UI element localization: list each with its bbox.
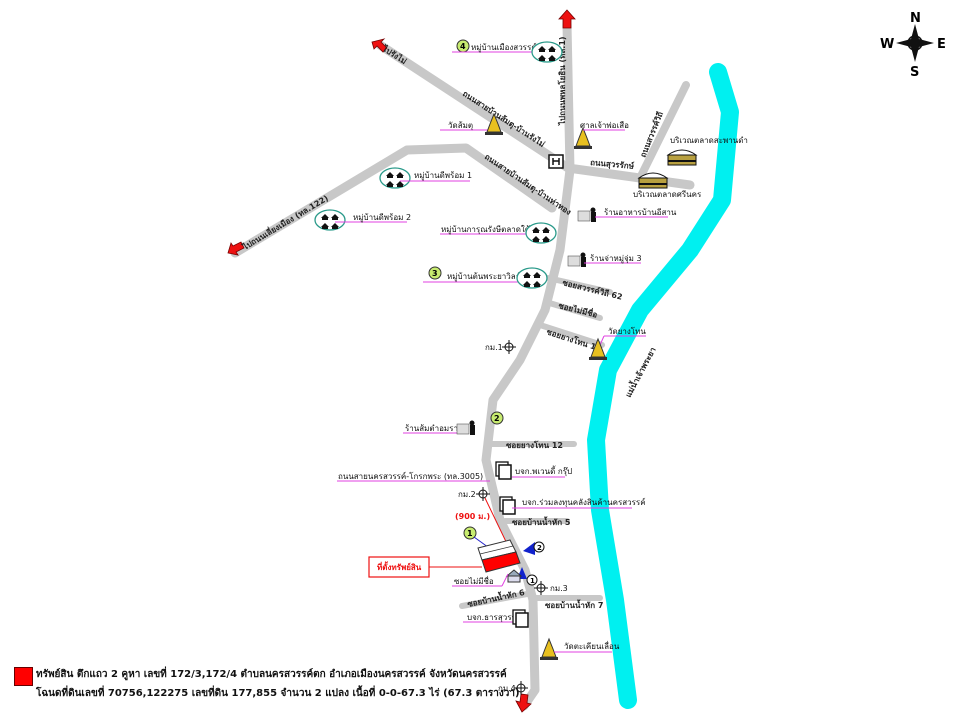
legend: ทรัพย์สิน ตึกแถว 2 คูหา เลขที่ 172/3,172… <box>14 665 520 703</box>
property-label-box: ที่ตั้งทรัพย์สิน <box>368 556 482 578</box>
svg-text:N: N <box>910 11 921 26</box>
km-3: กม.3 <box>533 580 568 596</box>
legend-line-1: ทรัพย์สิน ตึกแถว 2 คูหา เลขที่ 172/3,172… <box>36 669 507 680</box>
svg-text:กม.2: กม.2 <box>458 490 476 499</box>
svg-text:กม.1: กม.1 <box>485 343 503 352</box>
soi-no-name-label: ซอยไม่มีชื่อ <box>452 573 509 587</box>
north-arrow-icon <box>558 9 576 29</box>
place-chamu-shop: ร้านจ่าหมู่จุ่ม 3 <box>567 252 642 268</box>
svg-text:ศาลเจ้าพ่อเสือ: ศาลเจ้าพ่อเสือ <box>580 121 629 130</box>
svg-text:วัดส้มตุ: วัดส้มตุ <box>448 121 473 130</box>
place-wat-yang-thon: วัดยางโทน <box>588 326 646 361</box>
svg-text:หมู่บ้านต้นพระยาวิลล์: หมู่บ้านต้นพระยาวิลล์ <box>447 271 521 282</box>
svg-text:บจก.ธารสุวรรณ: บจก.ธารสุวรรณ <box>467 613 524 622</box>
svg-text:หมู่บ้านการุณรังษีตลาดใต้: หมู่บ้านการุณรังษีตลาดใต้ <box>441 225 530 235</box>
road-label: ซอยบ้านน้ำหัก 6 <box>466 586 526 609</box>
place-co-2: บจก.ร่วมลงทุนคลังสินค้านครสวรรค์ <box>499 496 646 515</box>
compass-icon: N S W E <box>880 11 946 80</box>
marker-2: 2 <box>490 411 504 425</box>
road-network <box>230 20 695 711</box>
place-co-1: บจก.พเวนดี้ กรุ๊ป <box>495 461 572 480</box>
road-label: ถนนสายบ้านส้มตุ-บ้านรังไม่ <box>460 88 547 150</box>
svg-text:หมู่บ้านดีพร้อม 1: หมู่บ้านดีพร้อม 1 <box>414 171 472 181</box>
svg-text:หมู่บ้านดีพร้อม 2: หมู่บ้านดีพร้อม 2 <box>353 213 411 223</box>
place-san-chao-pho-suea: ศาลเจ้าพ่อเสือ <box>573 121 629 150</box>
house-icon <box>505 569 523 583</box>
svg-text:ร้านอาหารบ้านอีสาน: ร้านอาหารบ้านอีสาน <box>604 208 677 217</box>
svg-text:บริเวณตลาดศรีนคร: บริเวณตลาดศรีนคร <box>633 190 702 199</box>
svg-text:บจก.พเวนดี้ กรุ๊ป: บจก.พเวนดี้ กรุ๊ป <box>515 465 572 476</box>
southwest-arrow-icon <box>227 241 245 256</box>
road-label: ซอยไม่มีชื่อ <box>558 299 599 319</box>
northwest-arrow-icon <box>371 38 388 53</box>
place-di-phrom-1: หมู่บ้านดีพร้อม 1 <box>379 167 472 189</box>
svg-text:ซอยไม่มีชื่อ: ซอยไม่มีชื่อ <box>454 575 494 586</box>
km-1: กม.1 <box>485 339 517 355</box>
place-wat-takhian: วัดตะเคียนเลื่อน <box>539 638 620 661</box>
svg-text:กม.4: กม.4 <box>498 684 516 693</box>
svg-text:W: W <box>880 37 894 52</box>
svg-text:2: 2 <box>537 544 542 552</box>
svg-text:บริเวณตลาดสะพานดำ: บริเวณตลาดสะพานดำ <box>670 136 748 145</box>
road-label: ไปถนนพหลโยธิน (ทล.1) <box>557 36 567 126</box>
svg-text:ร้านส้มตำอมรา: ร้านส้มตำอมรา <box>405 424 458 433</box>
road-nakhonsawan-khokphra: ถนนสายนครสวรรค์-โกรกพระ (ทล.3005) <box>337 471 490 482</box>
place-mueang-sawan: 4 หมู่บ้านเมืองสวรรค์ <box>452 39 563 63</box>
property-plot <box>477 539 521 573</box>
place-karun: หมู่บ้านการุณรังษีตลาดใต้ <box>440 222 557 244</box>
place-isan-restaurant: ร้านอาหารบ้านอีสาน <box>577 207 677 223</box>
svg-text:บจก.ร่วมลงทุนคลังสินค้านครสวรร: บจก.ร่วมลงทุนคลังสินค้านครสวรรค์ <box>522 497 646 507</box>
km-2: กม.2 <box>458 486 491 502</box>
road-label: ซอยบ้านน้ำหัก 7 <box>545 599 603 610</box>
road-label: ซอยสวรรค์วิถี 62 <box>562 277 624 302</box>
river-label: แม่น้ำเจ้าพระยา <box>622 345 658 399</box>
svg-text:วัดตะเคียนเลื่อน: วัดตะเคียนเลื่อน <box>564 640 620 651</box>
place-market-1: บริเวณตลาดสะพานดำ <box>667 136 748 166</box>
svg-text:4: 4 <box>460 42 466 51</box>
place-co-3: บจก.ธารสุวรรณ <box>463 609 529 628</box>
svg-text:1: 1 <box>467 529 473 538</box>
svg-text:วัดยางโทน: วัดยางโทน <box>608 326 646 336</box>
svg-text:2: 2 <box>494 414 500 423</box>
hospital-icon <box>548 154 564 169</box>
place-market-2: บริเวณตลาดศรีนคร <box>633 172 702 199</box>
svg-text:S: S <box>910 65 919 80</box>
south-arrow-icon <box>515 693 532 713</box>
svg-text:ถนนสายนครสวรรค์-โกรกพระ (ทล.30: ถนนสายนครสวรรค์-โกรกพระ (ทล.3005) <box>338 471 483 481</box>
svg-text:ที่ตั้งทรัพย์สิน: ที่ตั้งทรัพย์สิน <box>377 561 422 572</box>
svg-text:กม.3: กม.3 <box>550 584 568 593</box>
km-4: กม.4 <box>498 680 529 696</box>
place-wat-somtu: วัดส้มตุ <box>440 113 504 136</box>
place-di-phrom-2: หมู่บ้านดีพร้อม 2 <box>314 209 411 231</box>
place-somtam-shop: ร้านส้มตำอมรา <box>403 420 476 436</box>
svg-text:ร้านจ่าหมู่จุ่ม 3: ร้านจ่าหมู่จุ่ม 3 <box>590 254 642 264</box>
svg-text:หมู่บ้านเมืองสวรรค์: หมู่บ้านเมืองสวรรค์ <box>471 42 537 53</box>
property-swatch <box>14 667 33 686</box>
road-label: ไปรังไม่ <box>380 43 409 66</box>
svg-text:E: E <box>937 37 946 52</box>
place-ton-phra: 3 หมู่บ้านต้นพระยาวิลล์ <box>423 266 548 289</box>
distance-label: (900 ม.) <box>455 512 490 521</box>
road-label: ซอยบ้านน้ำหัก 5 <box>512 516 571 527</box>
svg-text:1: 1 <box>530 577 535 585</box>
svg-text:3: 3 <box>432 269 438 278</box>
river <box>587 63 739 709</box>
view-arrow-2: 2 <box>523 541 545 555</box>
road-label: ซอยยางโทน 12 <box>506 440 563 450</box>
legend-line-2: โฉนดที่ดินเลขที่ 70756,122275 เลขที่ดิน … <box>36 688 520 699</box>
